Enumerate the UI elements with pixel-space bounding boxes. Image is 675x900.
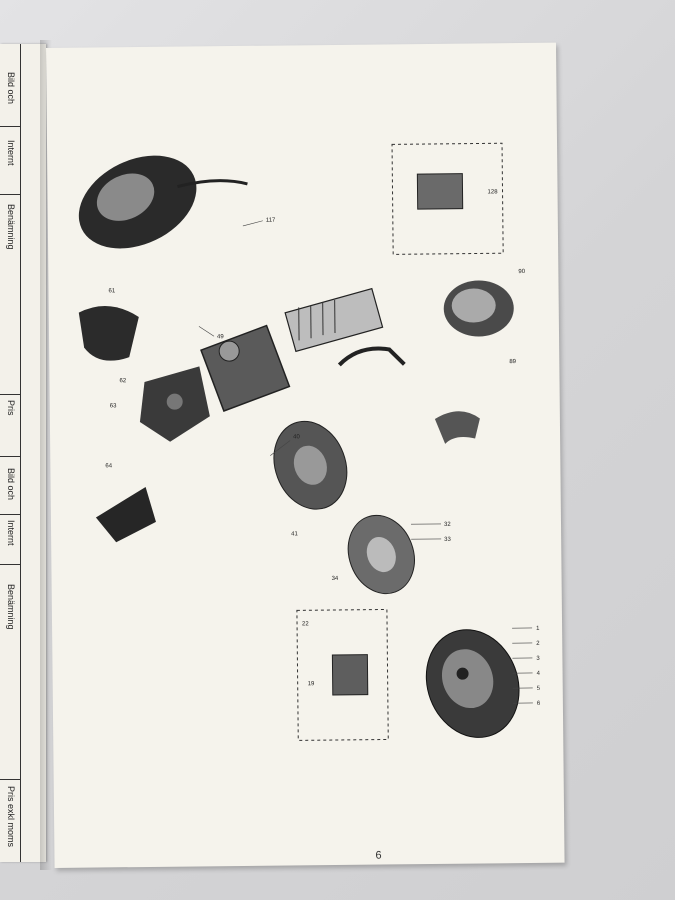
callout-number: 22 <box>302 621 309 627</box>
row-divider <box>0 126 20 127</box>
cylinder-drawing <box>284 287 384 353</box>
callout-number: 2 <box>536 641 540 647</box>
carburetor-detail-box <box>391 142 504 255</box>
callout-number: 40 <box>293 434 300 440</box>
column-rule <box>20 44 21 862</box>
callout-number: 6 <box>537 701 541 707</box>
callout-number: 63 <box>110 403 117 409</box>
callout-number: 64 <box>105 463 112 469</box>
callout-number: 117 <box>266 218 276 224</box>
right-page: 1 2 3 4 5 6 32 33 40 49 117 61 62 63 64 … <box>46 42 565 868</box>
flywheel-drawing <box>273 420 348 510</box>
callout-number: 32 <box>444 522 451 528</box>
callout-number: 128 <box>488 189 499 195</box>
column-header: Internt <box>6 140 16 166</box>
crankcase-cover-drawing <box>78 305 139 361</box>
callout-number: 3 <box>536 656 540 662</box>
callout-number: 49 <box>217 334 224 340</box>
column-header: Benämning <box>6 584 16 630</box>
row-divider <box>0 514 20 515</box>
carburetor-detail-box-lower <box>296 608 389 741</box>
drive-hub-drawing <box>425 629 520 738</box>
callout-number: 19 <box>308 681 315 687</box>
callout-number: 5 <box>537 686 541 692</box>
fuel-tank-drawing <box>78 155 248 249</box>
callout-number: 61 <box>109 288 116 294</box>
page-number: 6 <box>375 849 382 862</box>
intake-pipe-drawing <box>337 346 406 367</box>
chain-guard-drawing <box>95 486 156 543</box>
column-header: Pris <box>6 400 16 416</box>
row-divider <box>0 456 20 457</box>
callout-number: 41 <box>291 531 298 537</box>
callout-number: 4 <box>537 671 541 677</box>
elbow-fitting-drawing <box>434 411 480 444</box>
engine-block-drawing <box>200 324 291 412</box>
callout-number: 62 <box>119 378 126 384</box>
air-filter-drawing <box>443 280 514 337</box>
column-header: Benämning <box>6 204 16 250</box>
column-header: Internt <box>6 520 16 546</box>
left-page: Bild och Internt Benämning Pris Bild och… <box>0 44 46 862</box>
row-divider <box>0 779 20 780</box>
frame-bracket-drawing <box>139 366 210 442</box>
row-divider <box>0 564 20 565</box>
column-header: Pris exkl moms <box>6 786 16 848</box>
callout-numbers: 1 2 3 4 5 6 32 33 40 49 117 61 62 63 64 … <box>105 189 541 707</box>
column-header: Bild och <box>6 72 16 105</box>
callout-number: 33 <box>444 537 451 543</box>
callout-number: 1 <box>536 626 540 632</box>
clutch-assembly-drawing <box>347 514 415 595</box>
callout-number: 34 <box>332 576 339 582</box>
exploded-engine-diagram: 1 2 3 4 5 6 32 33 40 49 117 61 62 63 64 … <box>78 142 541 741</box>
callout-number: 89 <box>509 359 516 365</box>
column-header: Bild och <box>6 468 16 501</box>
row-divider <box>0 194 20 195</box>
row-divider <box>0 394 20 395</box>
leader-lines <box>198 220 533 704</box>
callout-number: 90 <box>518 269 525 275</box>
